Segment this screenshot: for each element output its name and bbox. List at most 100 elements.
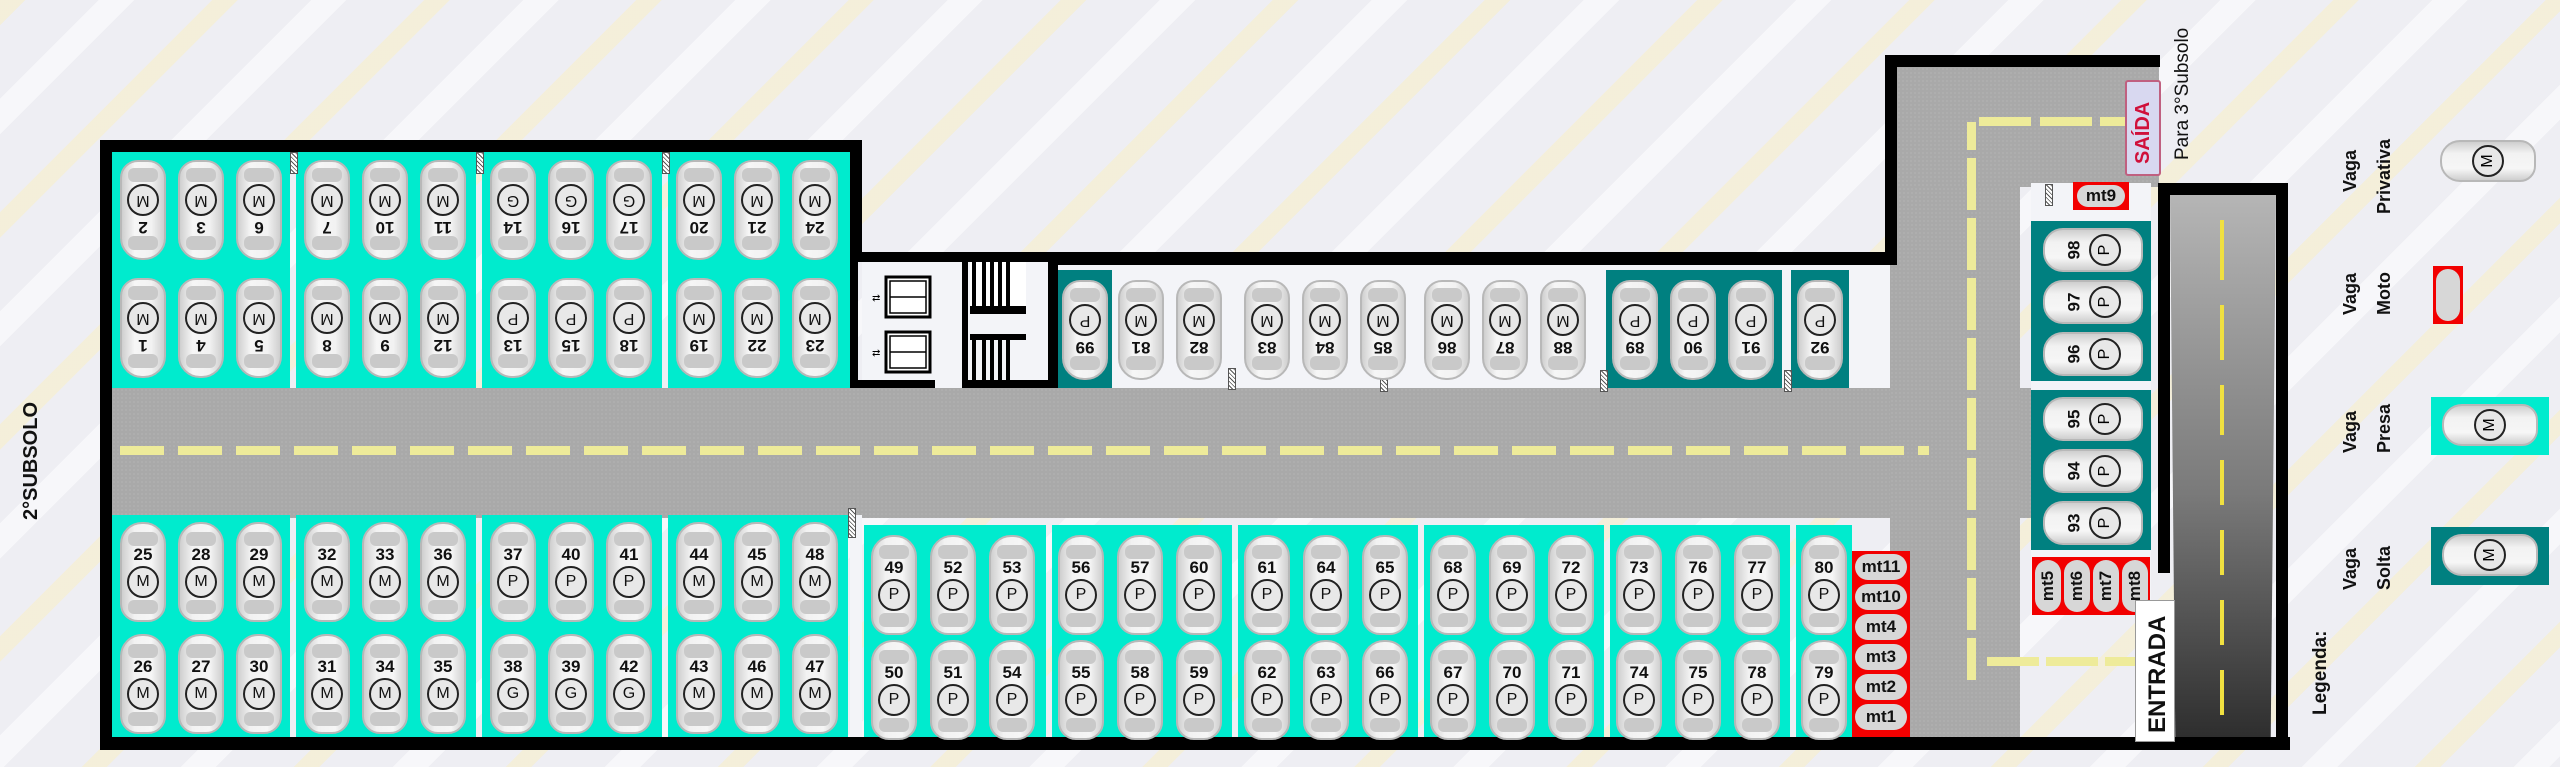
moto-space[interactable]: mt6 — [2064, 560, 2090, 612]
moto-space[interactable]: mt11 — [1855, 554, 1907, 580]
moto-space[interactable]: mt3 — [1855, 644, 1907, 670]
moto-space[interactable]: mt5 — [2035, 560, 2061, 612]
moto-space-mt9[interactable]: mt9 — [2073, 182, 2129, 210]
moto-space[interactable]: mt7 — [2093, 560, 2119, 612]
moto-space[interactable]: mt2 — [1855, 674, 1907, 700]
moto-space[interactable]: mt1 — [1855, 704, 1907, 730]
moto-space[interactable]: mt4 — [1855, 614, 1907, 640]
